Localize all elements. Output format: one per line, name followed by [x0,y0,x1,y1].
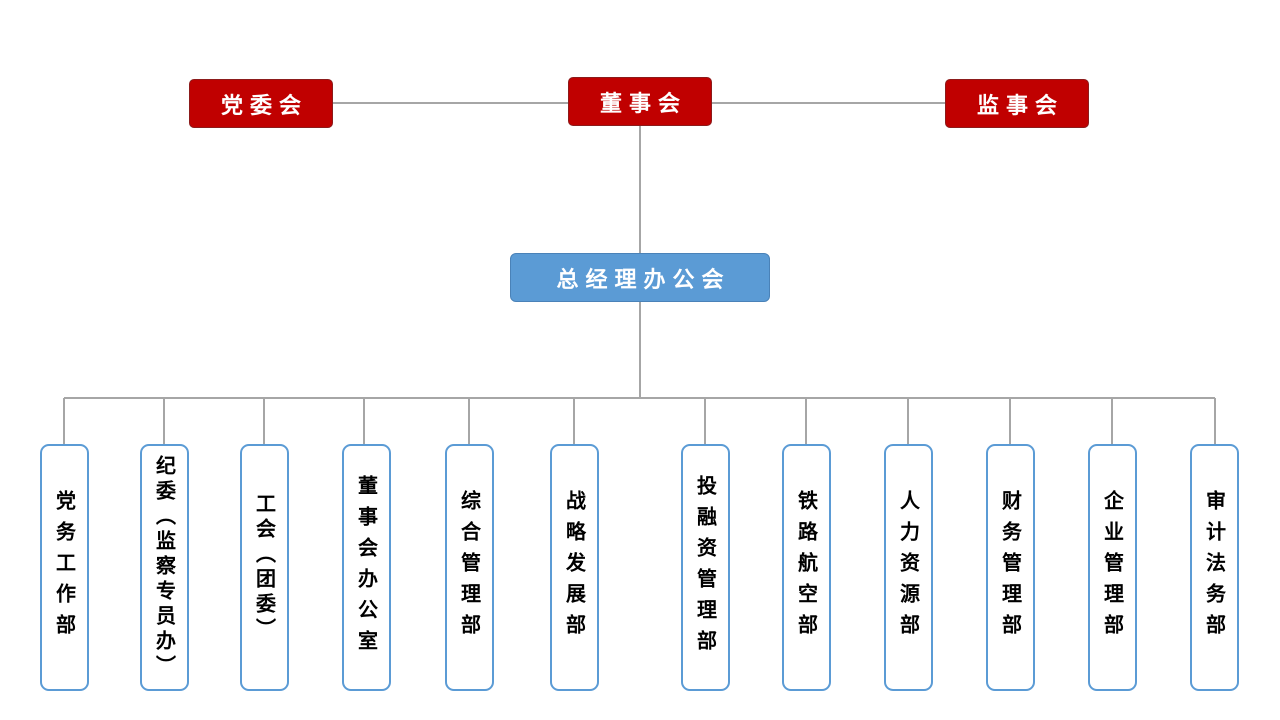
dept-label: 财务管理部 [998,490,1023,645]
board-box: 董事会 [568,77,712,126]
dept-box-strategy: 战略发展部 [550,444,599,691]
gm-office-label: 总经理办公会 [556,267,731,293]
dept-box-finance: 财务管理部 [986,444,1035,691]
dept-label: 党务工作部 [52,490,77,645]
dept-box-discipline: 纪委（监察专员办） [140,444,189,691]
dept-label: 投融资管理部 [693,474,718,661]
dept-label: 企业管理部 [1100,490,1125,645]
supervisors-label: 监事会 [976,93,1064,119]
dept-label: 人力资源部 [896,490,921,645]
party-committee-box: 党委会 [189,79,333,128]
dept-label: 铁路航空部 [794,490,819,645]
dept-box-general-mgmt: 综合管理部 [445,444,494,691]
supervisors-box: 监事会 [945,79,1089,128]
dept-box-audit-legal: 审计法务部 [1190,444,1239,691]
party-committee-label: 党委会 [220,93,308,119]
dept-label: 审计法务部 [1202,490,1227,645]
gm-office-box: 总经理办公会 [510,253,770,302]
dept-box-hr: 人力资源部 [884,444,933,691]
board-label: 董事会 [599,91,687,117]
dept-box-rail-aviation: 铁路航空部 [782,444,831,691]
dept-box-party-affairs: 党务工作部 [40,444,89,691]
dept-label: 董事会办公室 [354,474,379,661]
dept-box-union: 工会（团委） [240,444,289,691]
dept-box-investment: 投融资管理部 [681,444,730,691]
dept-box-board-office: 董事会办公室 [342,444,391,691]
dept-label: 纪委（监察专员办） [152,455,177,680]
dept-label: 综合管理部 [457,490,482,645]
dept-box-enterprise-mgmt: 企业管理部 [1088,444,1137,691]
dept-label: 工会（团委） [252,492,277,643]
dept-label: 战略发展部 [562,490,587,645]
